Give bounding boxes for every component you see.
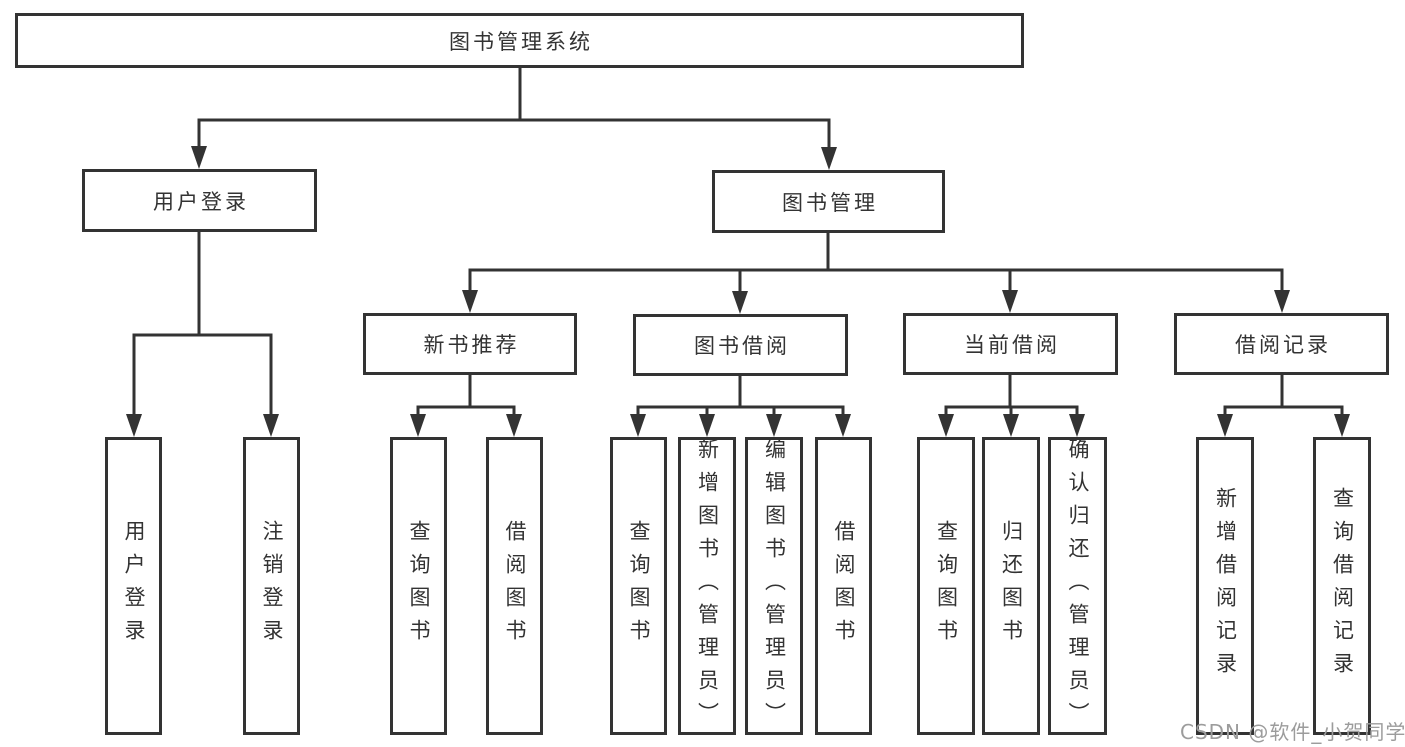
leaf-add-borrow-record-label: 新增借阅记录 bbox=[1213, 487, 1238, 685]
leaf-borrow-book-label: 借阅图书 bbox=[832, 520, 856, 652]
leaf-user-login-label: 用户登录 bbox=[122, 520, 146, 652]
leaf-query-book-borrow-label: 查询图书 bbox=[627, 520, 651, 652]
leaf-borrow-book: 借阅图书 bbox=[815, 437, 872, 735]
leaf-query-book-recommend: 查询图书 bbox=[390, 437, 447, 735]
node-borrow-records-label: 借阅记录 bbox=[1235, 333, 1331, 357]
node-borrow-records: 借阅记录 bbox=[1174, 313, 1389, 375]
node-root-label: 图书管理系统 bbox=[449, 29, 593, 54]
node-book-borrow-label: 图书借阅 bbox=[694, 334, 790, 358]
node-root: 图书管理系统 bbox=[15, 13, 1024, 68]
node-book-mgmt: 图书管理 bbox=[712, 170, 945, 233]
csdn-watermark: CSDN @软件_小贺同学 bbox=[1180, 720, 1405, 744]
leaf-query-book-current-label: 查询图书 bbox=[934, 520, 959, 652]
leaf-query-borrow-record-label: 查询借阅记录 bbox=[1330, 487, 1355, 685]
leaf-query-borrow-record: 查询借阅记录 bbox=[1313, 437, 1371, 735]
leaf-edit-book-admin-label: 编辑图书（管理员） bbox=[762, 437, 787, 735]
leaf-add-book-admin: 新增图书（管理员） bbox=[678, 437, 736, 735]
leaf-logout-label: 注销登录 bbox=[260, 520, 284, 652]
leaf-edit-book-admin: 编辑图书（管理员） bbox=[745, 437, 803, 735]
leaf-query-book-borrow: 查询图书 bbox=[610, 437, 667, 735]
leaf-query-book-recommend-label: 查询图书 bbox=[407, 520, 431, 652]
node-user-login: 用户登录 bbox=[82, 169, 317, 232]
node-book-borrow: 图书借阅 bbox=[633, 314, 848, 376]
leaf-borrow-book-recommend: 借阅图书 bbox=[486, 437, 543, 735]
leaf-confirm-return-admin: 确认归还（管理员） bbox=[1048, 437, 1107, 735]
leaf-return-book: 归还图书 bbox=[982, 437, 1040, 735]
node-current-borrow-label: 当前借阅 bbox=[964, 333, 1060, 357]
leaf-add-book-admin-label: 新增图书（管理员） bbox=[695, 437, 720, 735]
leaf-query-book-current: 查询图书 bbox=[917, 437, 975, 735]
leaf-return-book-label: 归还图书 bbox=[999, 520, 1024, 652]
node-current-borrow: 当前借阅 bbox=[903, 313, 1118, 375]
node-user-login-label: 用户登录 bbox=[153, 189, 249, 214]
leaf-user-login: 用户登录 bbox=[105, 437, 162, 735]
leaf-add-borrow-record: 新增借阅记录 bbox=[1196, 437, 1254, 735]
leaf-borrow-book-recommend-label: 借阅图书 bbox=[503, 520, 527, 652]
node-new-book-recommend-label: 新书推荐 bbox=[423, 333, 520, 357]
node-book-mgmt-label: 图书管理 bbox=[782, 190, 878, 215]
leaf-logout: 注销登录 bbox=[243, 437, 300, 735]
node-new-book-recommend: 新书推荐 bbox=[363, 313, 577, 375]
leaf-confirm-return-admin-label: 确认归还（管理员） bbox=[1066, 437, 1090, 735]
